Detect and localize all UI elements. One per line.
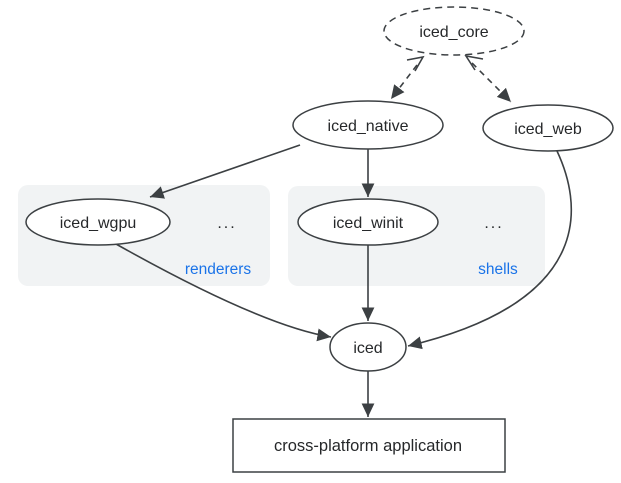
shells-ellipsis: ... bbox=[484, 215, 503, 232]
iced-native-ellipse bbox=[292, 100, 444, 150]
edge-core-to-native bbox=[390, 64, 418, 100]
node-iced-core: iced_core bbox=[383, 6, 525, 56]
iced-web-label: iced_web bbox=[514, 121, 582, 138]
iced-winit-ellipse bbox=[297, 198, 439, 246]
iced-native-label: iced_native bbox=[328, 118, 409, 135]
iced-core-label: iced_core bbox=[419, 24, 488, 41]
edge-web-to-iced bbox=[407, 150, 573, 350]
node-cross-platform-application: cross-platform application bbox=[232, 418, 506, 473]
iced-ellipse bbox=[329, 322, 407, 372]
edge-core-to-web-open-arrowhead bbox=[464, 54, 484, 71]
edge-core-to-web bbox=[471, 62, 512, 103]
iced-core-ellipse bbox=[383, 6, 525, 56]
edge-native-to-wgpu bbox=[149, 144, 301, 199]
application-rect bbox=[232, 418, 506, 473]
edge-core-to-native-open-arrowhead bbox=[406, 55, 425, 72]
node-iced-web: iced_web bbox=[482, 104, 614, 152]
node-iced-native: iced_native bbox=[292, 100, 444, 150]
edge-wgpu-to-iced bbox=[115, 243, 332, 342]
node-iced-winit: iced_winit bbox=[297, 198, 439, 246]
iced-label: iced bbox=[353, 340, 382, 357]
renderers-group-label: renderers bbox=[185, 261, 252, 278]
iced-web-ellipse bbox=[482, 104, 614, 152]
iced-wgpu-label: iced_wgpu bbox=[60, 215, 137, 232]
iced-wgpu-ellipse bbox=[25, 198, 171, 246]
shells-group-label: shells bbox=[478, 261, 518, 278]
node-iced-wgpu: iced_wgpu bbox=[25, 198, 171, 246]
application-label: cross-platform application bbox=[274, 437, 462, 455]
node-iced: iced bbox=[329, 322, 407, 372]
renderers-ellipsis: ... bbox=[217, 215, 236, 232]
iced-winit-label: iced_winit bbox=[333, 215, 404, 232]
